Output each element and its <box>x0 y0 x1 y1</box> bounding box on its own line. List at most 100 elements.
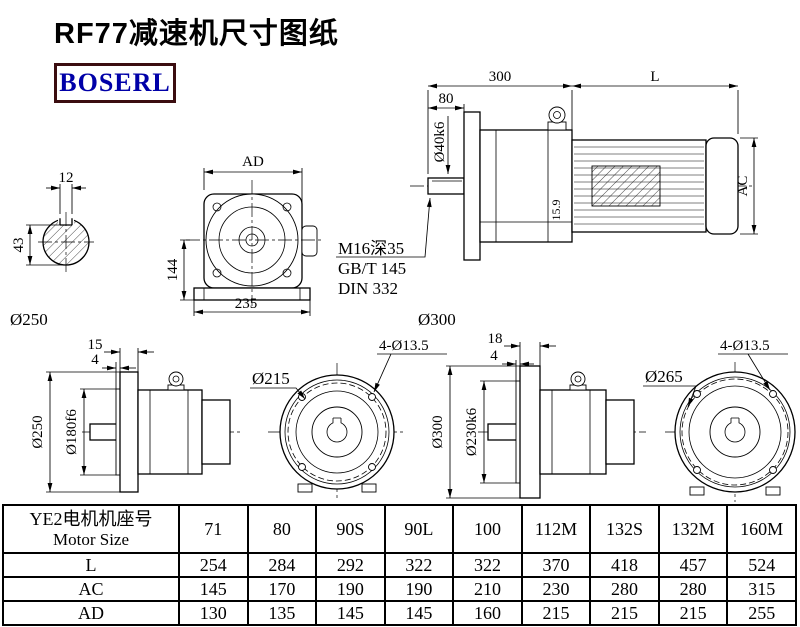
flange250-plate <box>119 371 139 493</box>
thread-note-line3: DIN 332 <box>338 279 398 298</box>
table-cell: 190 <box>315 576 386 602</box>
flange300-side-view <box>478 365 646 499</box>
flange300-plate <box>519 365 541 499</box>
eyebolt-icon <box>570 371 586 387</box>
bolt-circle-215 <box>287 382 387 482</box>
bolt-hole <box>693 466 701 474</box>
flange250-od-label: Ø250 <box>30 415 46 448</box>
bolt-hole <box>368 393 376 401</box>
flange250-side-dimensions <box>46 348 154 493</box>
dim-L-label: L <box>650 69 659 85</box>
table-cell: 280 <box>657 576 729 602</box>
table-cell: 215 <box>520 600 592 626</box>
header-cn: YE2电机机座号 <box>29 509 153 529</box>
table-row-AD: AD 130 135 145 145 160 215 215 215 255 <box>2 600 797 626</box>
table-col-header: 100 <box>452 504 523 554</box>
table-cell: 254 <box>178 552 249 578</box>
flange250-size-label: Ø250 <box>10 310 48 329</box>
flange250-front-dimensions <box>250 353 447 399</box>
dim-4-label: 4 <box>91 352 99 368</box>
flange250-front-view <box>268 363 406 501</box>
table-cell: 215 <box>589 600 660 626</box>
table-cell: 315 <box>726 576 797 602</box>
shaft-section-dimensions <box>26 184 86 266</box>
dim-80-label: 80 <box>439 91 454 107</box>
dim-AD-label: AD <box>242 154 264 170</box>
bolt-circle-265 <box>681 378 789 486</box>
stator-core <box>591 165 661 207</box>
table-cell: 145 <box>178 576 249 602</box>
table-cell: 145 <box>383 600 455 626</box>
table-cell: 215 <box>657 600 729 626</box>
table-cell: 284 <box>246 552 318 578</box>
dim-300-label: 300 <box>489 69 512 85</box>
holes-label-left: 4-Ø13.5 <box>379 338 429 354</box>
table-cell: 130 <box>178 600 249 626</box>
header-en: Motor Size <box>52 530 130 549</box>
flange300-size-label: Ø300 <box>418 310 456 329</box>
table-row-AC: AC 145 170 190 190 210 230 280 280 315 <box>2 576 797 602</box>
table-cell: 190 <box>383 576 455 602</box>
table-cell: 370 <box>520 552 592 578</box>
bolt-hole <box>298 463 306 471</box>
row-label: L <box>2 552 180 578</box>
motor-size-table: YE2电机机座号 Motor Size 71 80 90S 90L 100 11… <box>2 504 797 626</box>
table-cell: 322 <box>383 552 455 578</box>
mounting-flange <box>463 111 481 261</box>
flange250-shaft <box>89 423 121 441</box>
bolt-hole <box>769 466 777 474</box>
table-cell: 524 <box>726 552 797 578</box>
fan-cowl <box>705 137 739 235</box>
reducer-front-dimensions <box>180 168 311 316</box>
dim-12-label: 12 <box>59 170 74 186</box>
row-label: AC <box>2 576 180 602</box>
header-motor-size-cell: YE2电机机座号 Motor Size <box>2 504 180 554</box>
dim-15-label: 15 <box>88 337 103 353</box>
gearbox-housing <box>479 129 573 243</box>
table-cell: 322 <box>452 552 523 578</box>
table-col-header: 71 <box>178 504 249 554</box>
shaft-diameter-label: Ø40k6 <box>432 121 448 162</box>
dim-144-label: 144 <box>165 258 181 281</box>
table-cell: 280 <box>589 576 660 602</box>
bolt-hole <box>368 463 376 471</box>
table-col-header: 90S <box>315 504 386 554</box>
bolt-hole <box>769 390 777 398</box>
input-shaft <box>427 177 465 195</box>
assembly-side-view <box>410 106 752 261</box>
dim-43-label: 43 <box>11 238 27 253</box>
flange300-spigot-label: Ø230k6 <box>464 407 480 456</box>
bolt-hole <box>298 393 306 401</box>
flange300-front-view <box>665 362 797 502</box>
dim-18-label: 18 <box>488 331 503 347</box>
bolt-circle-215-label: Ø215 <box>252 369 290 388</box>
table-col-header: 80 <box>246 504 318 554</box>
table-cell: 292 <box>315 552 386 578</box>
table-col-header: 132S <box>589 504 660 554</box>
table-cell: 170 <box>246 576 318 602</box>
table-cell: 230 <box>520 576 592 602</box>
page-title: RF77减速机尺寸图纸 <box>54 18 339 50</box>
flange300-od-label: Ø300 <box>430 415 446 448</box>
eyebolt-icon <box>548 106 566 124</box>
flange250-side-view <box>82 371 242 493</box>
table-cell: 418 <box>589 552 660 578</box>
table-row-L: L 254 284 292 322 322 370 418 457 524 <box>2 552 797 578</box>
table-header-row: YE2电机机座号 Motor Size 71 80 90S 90L 100 11… <box>2 504 797 554</box>
table-cell: 160 <box>452 600 523 626</box>
table-cell: 210 <box>452 576 523 602</box>
table-cell: 255 <box>726 600 797 626</box>
flange300-side-dimensions <box>446 342 556 499</box>
dim-4-label: 4 <box>490 348 498 364</box>
thread-note-line2: GB/T 145 <box>338 259 406 278</box>
table-cell: 145 <box>315 600 386 626</box>
table-cell: 457 <box>657 552 729 578</box>
table-col-header: 112M <box>520 504 592 554</box>
table-col-header: 90L <box>383 504 455 554</box>
bolt-circle-265-label: Ø265 <box>645 367 683 386</box>
flange250-spigot-label: Ø180f6 <box>64 409 80 455</box>
flange300-shaft <box>487 423 521 441</box>
assembly-dimensions <box>336 83 758 258</box>
dim-15-9-label: 15.9 <box>549 200 563 221</box>
